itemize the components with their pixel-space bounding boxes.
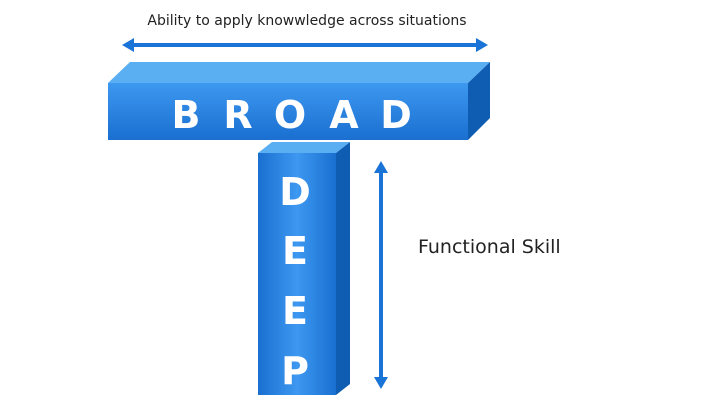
broad-caption: Ability to apply knowwledge across situa… [147, 13, 467, 29]
broad-letter: R [223, 93, 252, 137]
deep-caption: Functional Skill [418, 236, 561, 258]
arrow-left-head [122, 38, 134, 52]
broad-letter: B [172, 93, 201, 137]
broad-bar [108, 62, 490, 140]
deep-bar [258, 142, 350, 395]
broad-letter: O [274, 93, 306, 137]
deep-bar-front [258, 153, 336, 395]
broad-letter: D [380, 93, 412, 137]
broad-arrow [122, 38, 488, 52]
deep-arrow [374, 161, 388, 389]
deep-letter: D [279, 170, 311, 214]
arrow-down-head [374, 377, 388, 389]
arrow-up-head [374, 161, 388, 173]
arrow-right-head [476, 38, 488, 52]
broad-letter: A [329, 93, 359, 137]
broad-word: B R O A D [172, 93, 412, 137]
deep-bar-top [258, 142, 350, 153]
broad-bar-side [468, 62, 490, 140]
broad-bar-front [108, 83, 468, 140]
deep-word: D E E P [279, 170, 311, 393]
deep-letter: P [281, 349, 309, 393]
deep-bar-side [336, 142, 350, 395]
broad-bar-top [108, 62, 490, 83]
deep-letter: E [282, 289, 308, 333]
deep-letter: E [282, 229, 308, 273]
